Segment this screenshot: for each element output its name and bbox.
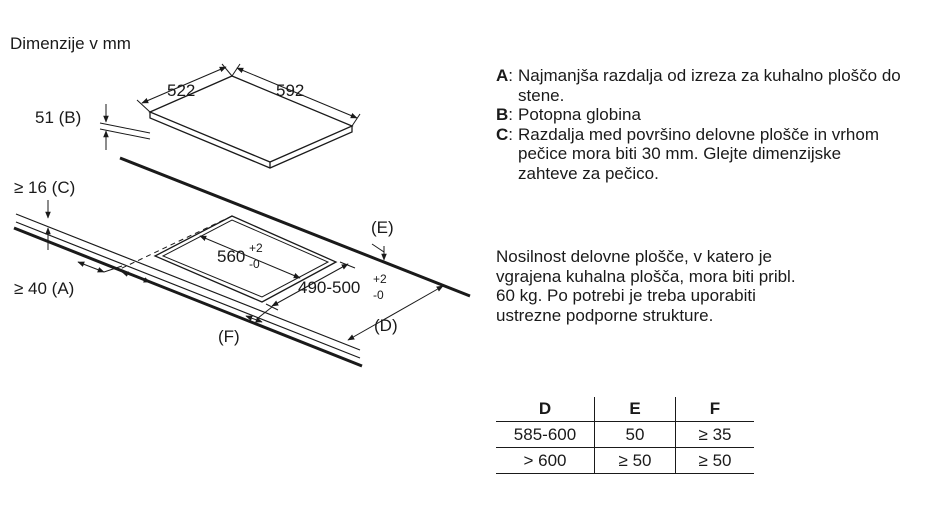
table-header-row: D E F bbox=[496, 397, 754, 422]
table-cell: 50 bbox=[594, 421, 676, 448]
cutout-dashed-projection bbox=[117, 215, 233, 271]
label-d: (D) bbox=[374, 316, 398, 335]
table-cell: ≥ 50 bbox=[594, 447, 676, 474]
clearance-table: D E F 585-600 50 ≥ 35 > 600 ≥ 50 ≥ 50 bbox=[496, 397, 754, 474]
dimensions-title: Dimenzije v mm bbox=[10, 34, 131, 53]
legend-item-a: A: Najmanjša razdalja od izreza za kuhal… bbox=[496, 66, 926, 105]
cutout-outline bbox=[153, 215, 338, 303]
dim-width-label: 592 bbox=[276, 81, 304, 100]
dim-c-label: ≥ 16 (C) bbox=[14, 178, 75, 197]
cutout-dimension-lines bbox=[199, 235, 356, 311]
cutout-depth-label: 490-500 bbox=[298, 278, 360, 297]
label-e: (E) bbox=[371, 218, 394, 237]
legend-item-c: C: Razdalja med površino delovne plošče … bbox=[496, 125, 926, 184]
legend-text: Razdalja med površino delovne plošče in … bbox=[518, 124, 879, 183]
cutout-depth-tolerance-plus: +2 bbox=[373, 272, 387, 286]
cutout-width-tolerance-minus: -0 bbox=[249, 257, 260, 271]
table-row: > 600 ≥ 50 ≥ 50 bbox=[496, 447, 754, 474]
table-cell: 585-600 bbox=[496, 421, 595, 448]
cutout-width-tolerance-plus: +2 bbox=[249, 241, 263, 255]
load-capacity-note: Nosilnost delovne plošče, v katero je vg… bbox=[496, 247, 796, 325]
clearance-dimension-lines bbox=[77, 243, 444, 341]
legend-letter: A bbox=[496, 66, 509, 85]
legend-text: Potopna globina bbox=[518, 105, 641, 124]
worktop-lines bbox=[13, 156, 471, 368]
table-header-f: F bbox=[675, 397, 754, 422]
hob-dimension-lines bbox=[99, 63, 361, 150]
table-row: 585-600 50 ≥ 35 bbox=[496, 421, 754, 448]
table-cell: > 600 bbox=[496, 447, 595, 474]
cutout-width-label: 560 bbox=[217, 247, 245, 266]
legend-text: Najmanjša razdalja od izreza za kuhalno … bbox=[518, 66, 901, 105]
dim-depth-label: 522 bbox=[167, 81, 195, 100]
table-header-d: D bbox=[496, 397, 595, 422]
table-cell: ≥ 50 bbox=[675, 447, 754, 474]
legend-letter: C bbox=[496, 124, 509, 144]
cutout-depth-tolerance-minus: -0 bbox=[373, 288, 384, 302]
table-cell: ≥ 35 bbox=[675, 421, 754, 448]
legend-item-b: B: Potopna globina bbox=[496, 105, 641, 124]
legend-letter: B bbox=[496, 105, 509, 124]
dim-b-label: 51 (B) bbox=[35, 108, 81, 127]
table-header-e: E bbox=[594, 397, 676, 422]
legend: A: Najmanjša razdalja od izreza za kuhal… bbox=[496, 66, 926, 183]
installation-diagram: 522 592 51 (B) ≥ 16 (C) ≥ 40 (A) 560 +2 … bbox=[13, 63, 471, 368]
dim-a-label: ≥ 40 (A) bbox=[14, 279, 74, 298]
label-f: (F) bbox=[218, 327, 240, 346]
